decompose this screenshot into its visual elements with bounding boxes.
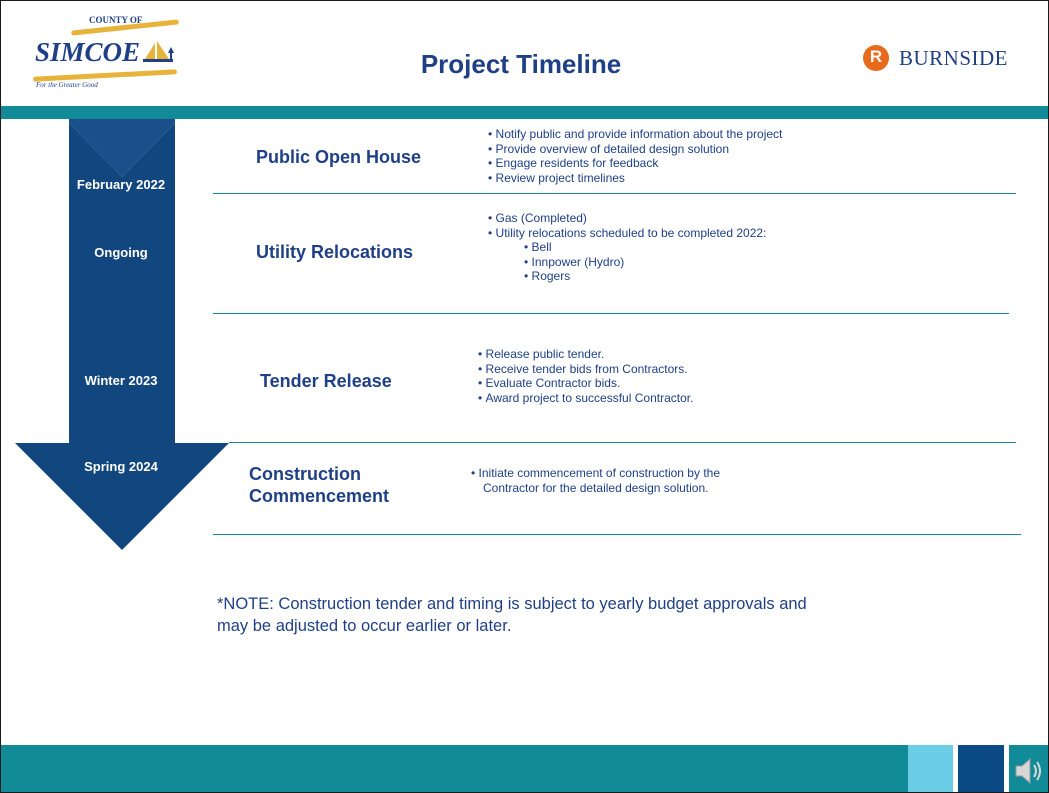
- list-item: Evaluate Contractor bids.: [478, 376, 693, 391]
- date-february-2022: February 2022: [76, 177, 166, 192]
- date-winter-2023: Winter 2023: [84, 373, 158, 388]
- speaker-icon[interactable]: [1011, 753, 1047, 789]
- row-title-public-open-house: Public Open House: [256, 147, 422, 167]
- footer-accent-dark: [958, 745, 1004, 792]
- row-title-line: Commencement: [249, 486, 390, 506]
- row-title-utility-relocations: Utility Relocations: [256, 242, 414, 262]
- row-divider: [213, 313, 1009, 314]
- simcoe-logo-name: SIMCOE: [35, 37, 141, 67]
- footer-divider: [1004, 745, 1009, 792]
- simcoe-logo-tagline: For the Greater Good: [36, 81, 98, 89]
- list-item: Utility relocations scheduled to be comp…: [488, 226, 767, 241]
- date-spring-2024: Spring 2024: [84, 459, 158, 474]
- row-title-construction-commencement: Construction Commencement: [249, 463, 389, 507]
- timeline-arrow: [15, 119, 229, 550]
- footer-bar: [1, 745, 1048, 792]
- list-item: Award project to successful Contractor.: [478, 391, 694, 406]
- list-item: Receive tender bids from Contractors.: [478, 362, 693, 377]
- list-item: Notify public and provide information ab…: [488, 127, 783, 142]
- simcoe-logo: COUNTY OF SIMCOE For the Greater Good: [31, 11, 191, 101]
- list-item: Rogers: [488, 269, 766, 284]
- list-item: Gas (Completed): [488, 211, 766, 226]
- footer-divider: [953, 745, 958, 792]
- burnside-mark-icon: R: [863, 45, 889, 71]
- list-item: Innpower (Hydro): [488, 255, 766, 270]
- list-item: Engage residents for feedback: [488, 156, 782, 171]
- burnside-logo: R BURNSIDE: [863, 43, 1008, 73]
- date-ongoing: Ongoing: [94, 245, 148, 260]
- row-divider: [213, 534, 1021, 535]
- simcoe-logo-county: COUNTY OF: [89, 15, 143, 25]
- budget-note: *NOTE: Construction tender and timing is…: [217, 595, 807, 635]
- row-bullets-public-open-house: Notify public and provide information ab…: [488, 127, 783, 186]
- list-item: Release public tender.: [478, 347, 693, 362]
- list-item: Provide overview of detailed design solu…: [488, 142, 782, 157]
- row-bullets-tender-release: Release public tender. Receive tender bi…: [478, 347, 694, 406]
- row-divider: [229, 442, 1016, 443]
- row-title-tender-release: Tender Release: [260, 371, 392, 391]
- footer-accent-light: [908, 745, 953, 792]
- row-bullets-utility-relocations: Gas (Completed) Utility relocations sche…: [488, 211, 767, 284]
- burnside-logo-name: BURNSIDE: [899, 45, 1009, 70]
- list-item: Bell: [488, 240, 766, 255]
- simcoe-crest-icon: [143, 41, 174, 62]
- row-title-line: Construction: [249, 464, 361, 484]
- page-title: Project Timeline: [420, 49, 622, 79]
- logo-swoosh: [32, 69, 178, 82]
- row-bullets-construction-commencement: • Initiate commencement of construction …: [471, 466, 720, 495]
- list-item-continuation: Contractor for the detailed design solut…: [483, 480, 709, 495]
- row-divider: [213, 193, 1016, 194]
- list-item: Review project timelines: [488, 171, 782, 186]
- list-item: • Initiate commencement of construction …: [471, 466, 720, 480]
- header-bar: [1, 106, 1048, 119]
